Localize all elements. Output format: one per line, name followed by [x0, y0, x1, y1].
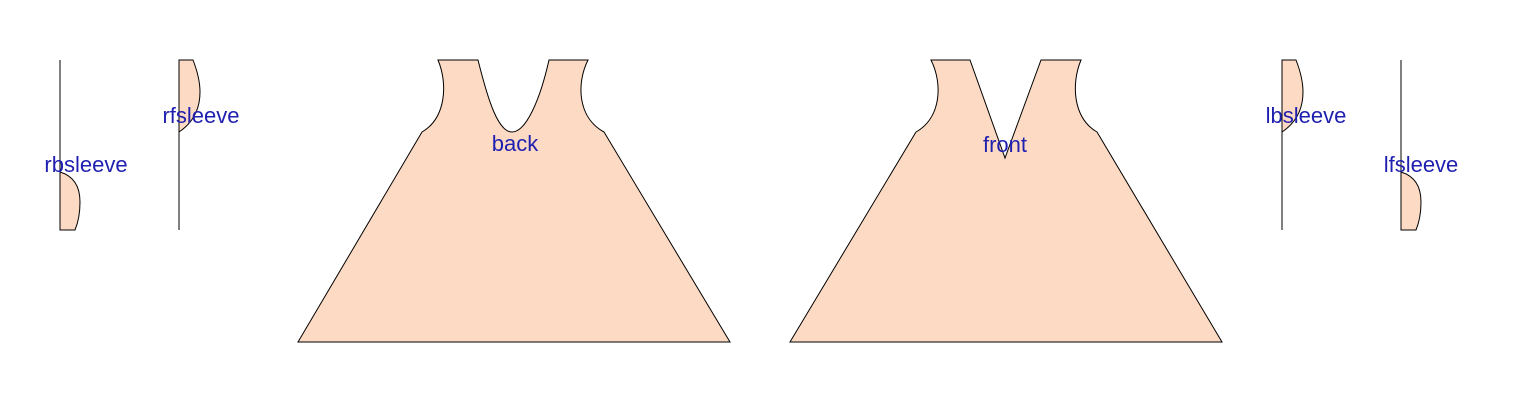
- front-label: front: [983, 132, 1027, 157]
- lfsleeve-label: lfsleeve: [1384, 152, 1459, 177]
- rbsleeve-label: rbsleeve: [44, 152, 127, 177]
- back-shape: [297, 59, 731, 343]
- piece-front: front: [789, 59, 1223, 343]
- rfsleeve-shape: [178, 59, 201, 133]
- lbsleeve-shape: [1281, 59, 1304, 133]
- piece-lfsleeve: lfsleeve: [1384, 60, 1459, 231]
- piece-back: back: [297, 59, 731, 343]
- piece-rbsleeve: rbsleeve: [44, 60, 128, 231]
- rbsleeve-shape: [59, 171, 81, 231]
- front-shape: [789, 59, 1223, 343]
- lbsleeve-label: lbsleeve: [1266, 103, 1347, 128]
- piece-lbsleeve: lbsleeve: [1266, 59, 1347, 230]
- lfsleeve-shape: [1400, 171, 1422, 231]
- back-label: back: [492, 131, 539, 156]
- piece-rfsleeve: rfsleeve: [162, 59, 240, 230]
- rfsleeve-label: rfsleeve: [162, 103, 239, 128]
